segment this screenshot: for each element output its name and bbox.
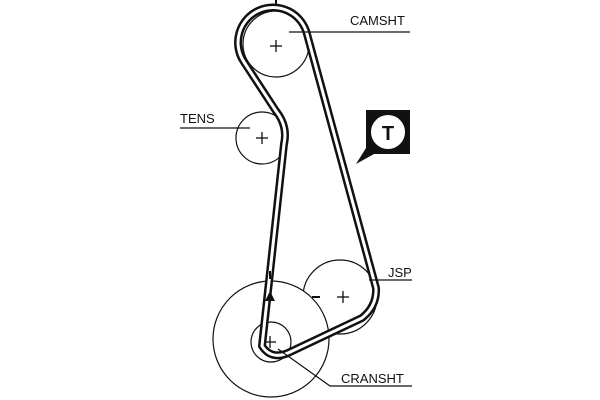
timing-belt — [234, 3, 381, 360]
camshaft-center-cross — [270, 40, 282, 52]
tensioner-badge-icon: T — [356, 110, 410, 164]
crankshaft-leader-line — [277, 348, 412, 387]
crankshaft-label: CRANSHT — [341, 371, 404, 386]
crankshaft-center-cross — [264, 336, 276, 348]
jsp-center-cross — [337, 291, 349, 303]
triangle-up-icon — [265, 291, 275, 301]
badge-letter: T — [382, 123, 394, 145]
tensioner-label: TENS — [180, 111, 215, 126]
tensioner-center-cross — [256, 132, 268, 144]
jsp-label: JSP — [388, 265, 412, 280]
camshaft-label: CAMSHT — [350, 13, 405, 28]
